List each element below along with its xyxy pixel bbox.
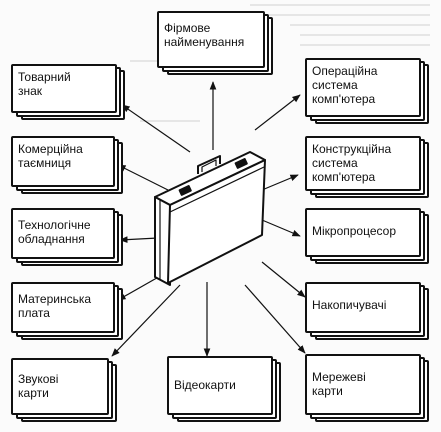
arrow-to-storage [261, 261, 306, 298]
folder-sound-cards: Звукові карти [11, 358, 117, 422]
folder-tech-equipment: Технологічне обладнання [11, 208, 123, 266]
arrow-to-sound-cards [111, 284, 181, 357]
node-label: Мікропроцесор [312, 224, 396, 238]
folder-brand-name: Фірмове найменування [157, 11, 273, 75]
folder-os: Операційна система комп'ютера [305, 58, 429, 124]
node-label: Операційна система комп'ютера [312, 64, 378, 106]
node-label: Материнська плата [18, 292, 92, 320]
node-label: Відеокарти [174, 378, 236, 392]
arrow-to-tech-equipment [119, 236, 159, 243]
folder-design-system: Конструкційна система комп'ютера [305, 136, 429, 198]
node-label: Технологічне обладнання [18, 218, 91, 246]
folder-trade-secret: Комерційна таємниця [11, 136, 123, 194]
node-label: Комерційна таємниця [18, 142, 83, 170]
node-label: Конструкційна система комп'ютера [312, 142, 392, 184]
folder-microprocessor: Мікропроцесор [305, 208, 429, 264]
arrow-to-design-system [261, 174, 299, 191]
node-label: Мережеві карти [312, 370, 366, 398]
arrow-to-motherboard [117, 274, 163, 301]
node-label: Звукові карти [18, 372, 59, 400]
node-label: Товарний знак [18, 70, 71, 98]
arrow-to-trade-secret [117, 164, 169, 191]
arrow-to-network-cards [244, 284, 306, 354]
node-label: Накопичувачі [312, 298, 387, 312]
arrow-to-os [254, 94, 301, 131]
arrow-to-microprocessor [261, 219, 301, 237]
briefcase-icon [154, 151, 266, 286]
folder-video-cards: Відеокарти [167, 356, 281, 422]
node-label: Фірмове найменування [164, 21, 245, 49]
folder-trademark: Товарний знак [11, 64, 125, 120]
folder-storage: Накопичувачі [305, 282, 429, 340]
arrow-to-trademark [121, 104, 191, 153]
folder-motherboard: Материнська плата [11, 282, 123, 340]
folder-network-cards: Мережеві карти [305, 354, 429, 422]
